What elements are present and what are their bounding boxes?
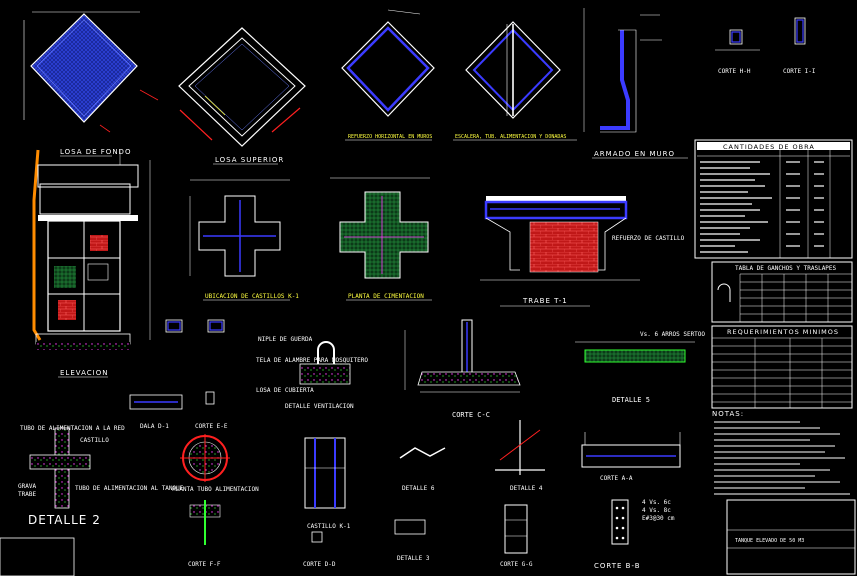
varillas-label: Vs. 6 ARROS SERTOO [640, 331, 705, 338]
ventilacion-title: DETALLE VENTILACION [285, 403, 354, 410]
notas-block: NOTAS: [712, 410, 850, 495]
elevacion-detail: ELEVACION [32, 149, 151, 378]
detalle6-detail: DETALLE 6 DETALLE 3 [394, 447, 446, 562]
ventilacion-detail: NIPLE DE GUERDA TELA DE ALAMBRE PARA MOS… [256, 336, 368, 410]
bb-note-2: 4 Vs. 8c [642, 507, 671, 514]
elevacion-title: ELEVACION [60, 369, 108, 377]
corte-bb-detail: 4 Vs. 6c 4 Vs. 8c E#3@30 cm CORTE B-B [594, 499, 675, 570]
detalle5-detail: Vs. 6 ARROS SERTOO DETALLE 5 [575, 331, 705, 404]
tubo-alim-red-label: TUBO DE ALIMENTACION A LA RED [20, 425, 125, 432]
refuerzo-horizontal-title: REFUERZO HORIZONTAL EN MUROS [348, 134, 432, 140]
corte-cc-detail: CORTE C-C [404, 319, 521, 419]
bb-note-1: 4 Vs. 6c [642, 499, 671, 506]
losa-superior-detail: LOSA SUPERIOR [178, 27, 306, 165]
refuerzo-castillo-label: REFUERZO DE CASTILLO [612, 235, 685, 242]
detalle4-detail: DETALLE 4 [495, 420, 545, 492]
small-cortes: DALA D-1 CORTE E-E [129, 319, 228, 430]
requerimientos-table: REQUERIMIENTOS MINIMOS [711, 325, 853, 409]
cantidades-title: CANTIDADES DE OBRA [723, 143, 815, 151]
corte-cc-title: CORTE C-C [452, 411, 490, 419]
tela-alambre-label: TELA DE ALAMBRE PARA MOSQUITERO [256, 357, 368, 364]
title-block-text: TANQUE ELEVADO DE 50 M3 [735, 538, 804, 544]
losa-cubierta-label: LOSA DE CUBIERTA [256, 387, 314, 394]
cimentacion-detail: PLANTA DE CIMENTACION [330, 177, 432, 301]
notas-title: NOTAS: [712, 410, 744, 418]
castillos-detail: UBICACION DE CASTILLOS K-1 [189, 179, 299, 301]
planta-alim-detail: PLANTA TUBO ALIMENTACION [172, 434, 259, 493]
planta-alim-title: PLANTA TUBO ALIMENTACION [172, 486, 259, 493]
escalera-detail: ESCALERA, TUB. ALIMENTACION Y DONADAS [453, 21, 577, 141]
corte-gg-detail: CORTE G-G [500, 504, 533, 568]
escalera-title: ESCALERA, TUB. ALIMENTACION Y DONADAS [455, 134, 566, 140]
trabe-label: TRABE [18, 491, 36, 498]
dala-title: DALA D-1 [140, 423, 169, 430]
bb-note-3: E#3@30 cm [642, 515, 675, 522]
castillos-title: UBICACION DE CASTILLOS K-1 [205, 293, 299, 300]
requerimientos-title: REQUERIMIENTOS MINIMOS [727, 328, 839, 336]
tubo-alim-tanque-label: TUBO DE ALIMENTACION AL TANQUE [75, 485, 184, 492]
detalle4-title: DETALLE 4 [510, 485, 543, 492]
corte-ff-detail: CORTE F-F [188, 500, 221, 568]
detalle3-title: DETALLE 3 [397, 555, 430, 562]
corte-hh-title: CORTE H-H [718, 68, 751, 75]
corte-aa-title: CORTE A-A [600, 475, 633, 482]
detalle2-detail: TUBO DE ALIMENTACION A LA RED CASTILLO G… [18, 425, 184, 527]
losa-fondo-title: LOSA DE FONDO [60, 148, 131, 156]
grava-label: GRAVA [18, 483, 36, 490]
corte-ii-title: CORTE I-I [783, 68, 816, 75]
tabla-ganchos: TABLA DE GANCHOS Y TRASLAPES [711, 261, 853, 323]
niple-label: NIPLE DE GUERDA [258, 336, 313, 343]
castillo-label: CASTILLO [80, 437, 109, 444]
detalle5-title: DETALLE 5 [612, 396, 650, 404]
corte-ee-title: CORTE E-E [195, 423, 228, 430]
corte-gg-title: CORTE G-G [500, 561, 533, 568]
armado-muro-title: ARMADO EN MURO [594, 150, 675, 158]
trabe-detail: REFUERZO DE CASTILLO TRABE T-1 [480, 196, 685, 307]
detalle2-title: DETALLE 2 [28, 513, 101, 527]
corte-dd-title: CORTE D-D [303, 561, 336, 568]
castillo-k1-title: CASTILLO K-1 [307, 523, 351, 530]
trabe-title: TRABE T-1 [522, 297, 568, 305]
castillo-k1-detail: CASTILLO K-1 CORTE D-D [303, 437, 351, 568]
corte-ff-title: CORTE F-F [188, 561, 221, 568]
refuerzo-horizontal-detail: REFUERZO HORIZONTAL EN MUROS [341, 9, 435, 141]
cimentacion-title: PLANTA DE CIMENTACION [348, 293, 424, 300]
tabla-ganchos-title: TABLA DE GANCHOS Y TRASLAPES [735, 265, 837, 272]
cantidades-table: CANTIDADES DE OBRA [694, 139, 853, 259]
losa-superior-title: LOSA SUPERIOR [215, 156, 284, 164]
detalle6-title: DETALLE 6 [402, 485, 435, 492]
corte-aa-detail: CORTE A-A [581, 432, 681, 482]
armado-muro-detail: ARMADO EN MURO [583, 8, 688, 159]
corte-bb-title: CORTE B-B [594, 562, 641, 570]
title-block: TANQUE ELEVADO DE 50 M3 [0, 499, 856, 576]
losa-fondo-detail: LOSA DE FONDO [23, 11, 159, 157]
corte-hh-ii: CORTE H-H CORTE I-I [715, 17, 816, 75]
